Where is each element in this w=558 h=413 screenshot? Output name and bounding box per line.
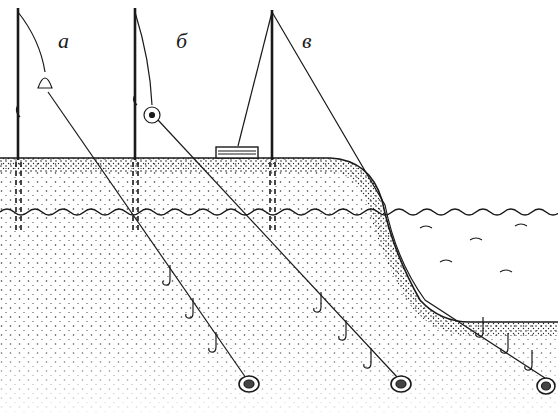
- rig-a: [18, 12, 259, 392]
- variant-letter: в: [302, 30, 312, 52]
- rig-c: [216, 12, 555, 394]
- bank-surface: [0, 158, 558, 336]
- variant-letter: а: [58, 30, 69, 52]
- water-surface: [0, 209, 558, 215]
- bank-soil: [0, 158, 558, 413]
- rig-b: [135, 12, 411, 392]
- variant-letter: б: [176, 30, 187, 52]
- bank-profile: [0, 158, 558, 322]
